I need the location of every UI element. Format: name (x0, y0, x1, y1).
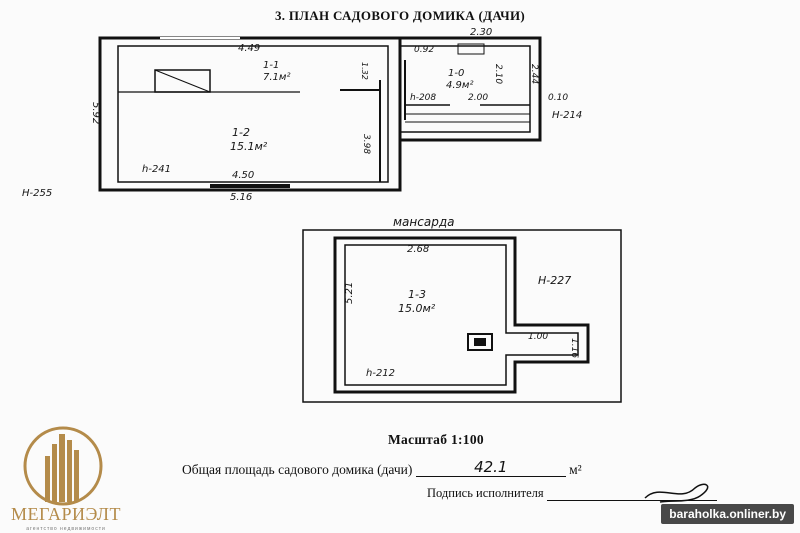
room-1-1-area: 7.1м² (263, 72, 290, 83)
room-1-2-number: 1-2 (232, 126, 250, 139)
dim-3-98: 3.98 (361, 134, 371, 154)
signature-blank (546, 488, 717, 501)
attic-inner-wall (333, 236, 590, 394)
signature-label: Подпись исполнителя (427, 486, 544, 500)
ground-floor-inner-wall (117, 45, 389, 183)
stove-diagonal (154, 69, 211, 93)
dim-1-00: 1.00 (528, 332, 548, 342)
scale-text: Масштаб 1:100 (388, 432, 484, 447)
sink (457, 43, 485, 55)
total-area-label: Общая площадь садового домика (дачи) (182, 462, 413, 477)
dim-1-32: 1.32 (360, 62, 369, 80)
dim-0-92: 0.92 (414, 45, 434, 55)
dim-2-10: 2.10 (493, 64, 503, 84)
total-area-value: 42.1 (415, 458, 566, 477)
dim-5-21: 5.21 (344, 282, 355, 304)
signature-scribble (644, 483, 709, 503)
ground-floor-outer-wall (98, 36, 402, 192)
dim-2-68: 2.68 (407, 244, 429, 255)
company-tagline: агентство недвижимости (26, 526, 106, 532)
dim-2-44: 2.44 (529, 64, 539, 84)
room-1-3-area: 15.0м² (398, 302, 436, 315)
height-H-227: H-227 (538, 274, 571, 287)
height-h-208: h-208 (410, 93, 436, 103)
room-1-0-area: 4.9м² (446, 80, 473, 91)
room-1-1-number: 1-1 (263, 60, 279, 71)
annex-wall (388, 36, 542, 142)
dim-5-16: 5.16 (230, 192, 252, 203)
dim-0-10: 0.10 (548, 93, 568, 103)
company-logo-icon (23, 426, 103, 506)
dim-4-49: 4.49 (238, 43, 260, 54)
annex-inner-wall (400, 45, 531, 133)
attic-inner-wall-2 (344, 244, 579, 386)
total-area-unit: м² (569, 462, 582, 477)
signature-line: Подпись исполнителя (427, 486, 717, 501)
watermark: baraholka.onliner.by (661, 504, 794, 524)
dim-4-50: 4.50 (232, 170, 254, 181)
room-1-2-area: 15.1м² (230, 140, 268, 153)
attic-chimney (467, 333, 493, 351)
height-H-255: H-255 (22, 188, 52, 199)
attic-outer-boundary (302, 229, 622, 403)
company-name: МЕГАРИЭЛТ (11, 504, 121, 524)
room-1-0-number: 1-0 (448, 68, 464, 79)
room-1-3-number: 1-3 (408, 288, 426, 301)
attic-label: мансарда (393, 215, 454, 229)
stove (154, 69, 211, 93)
dim-1-16: 1.16 (569, 338, 579, 358)
document-title: 3. ПЛАН САДОВОГО ДОМИКА (ДАЧИ) (275, 8, 525, 23)
height-h-212: h-212 (366, 368, 395, 379)
total-area-line: Общая площадь садового домика (дачи) 42.… (182, 458, 582, 479)
dim-2-30: 2.30 (470, 27, 492, 38)
height-h-241: h-241 (142, 164, 171, 175)
height-H-214: H-214 (552, 110, 582, 121)
dim-5-92: 5.92 (90, 102, 101, 124)
dim-2-00: 2.00 (468, 93, 488, 103)
